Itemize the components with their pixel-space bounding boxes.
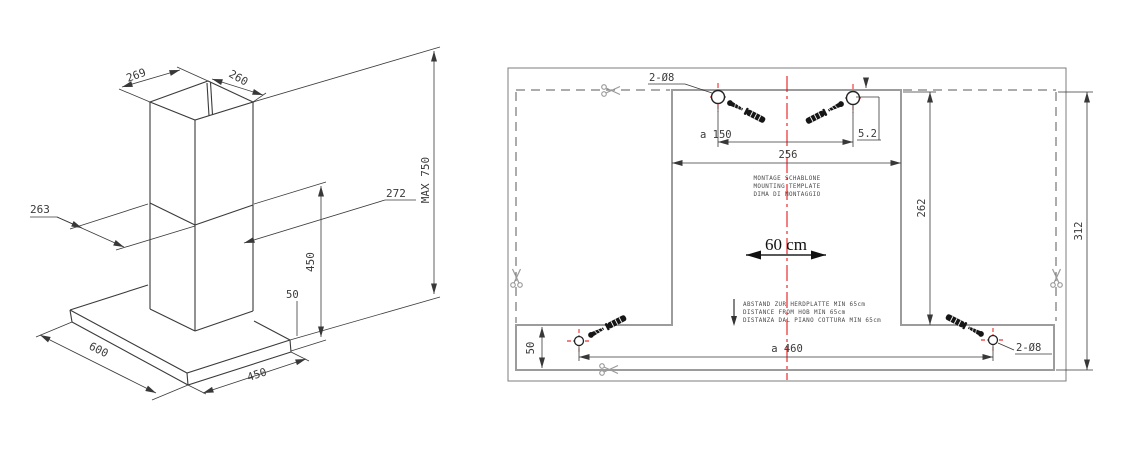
template-dimension-lines	[539, 77, 1093, 371]
top-holes-label: 2-Ø8	[649, 72, 674, 84]
dim-top-width-label: 260	[227, 67, 251, 88]
dim-hole-offset-label: 5.2	[858, 128, 877, 140]
width-label: 60 cm	[765, 235, 807, 254]
dim-body-depth-label: 263	[30, 203, 50, 216]
dim-band-height-label: 50	[525, 342, 537, 355]
hob-distance-warning: ABSTAND ZUR HERDPLATTE MIN 65cm DISTANCE…	[731, 299, 881, 326]
dim-hole-spacing-bottom-label: a 460	[771, 343, 803, 355]
chimney-seam	[206, 82, 210, 117]
svg-text:DIMA DI MONTAGGIO: DIMA DI MONTAGGIO	[753, 192, 820, 198]
dim-column-width-label: 256	[779, 149, 798, 161]
drill-hole	[573, 335, 585, 347]
iso-dimension-lines	[30, 46, 441, 401]
svg-text:MOUNTING TEMPLATE: MOUNTING TEMPLATE	[753, 184, 820, 190]
dim-base-width-label: 600	[87, 340, 111, 361]
dim-body-height-label: 450	[304, 252, 317, 272]
svg-text:DISTANCE FROM HOB MIN 65cm: DISTANCE FROM HOB MIN 65cm	[743, 310, 846, 316]
dim-max-height-label: MAX 750	[419, 157, 432, 203]
mounting-template-view: 2-Ø8 a 150 5.2 256 262 312 a 460 50 2-Ø8…	[507, 67, 1093, 382]
template-title: MONTAGE SCHABLONE MOUNTING TEMPLATE DIMA…	[753, 176, 820, 198]
drill-holes-top	[710, 83, 861, 113]
isometric-view: 269 260 263 272 450 50 MAX 750 600 450	[30, 46, 441, 401]
bottom-holes-label: 2-Ø8	[1016, 342, 1041, 354]
drill-hole	[987, 334, 999, 346]
svg-text:ABSTAND ZUR HERDPLATTE MIN 65c: ABSTAND ZUR HERDPLATTE MIN 65cm	[743, 302, 865, 308]
border-frame	[507, 67, 1067, 382]
base-plate	[69, 309, 291, 374]
width-callout: 60 cm	[746, 235, 826, 260]
dim-column-height-label: 262	[916, 199, 928, 218]
svg-text:MONTAGE SCHABLONE: MONTAGE SCHABLONE	[753, 176, 820, 182]
drill-holes-bottom	[567, 328, 1005, 353]
down-arrow-icon	[731, 316, 737, 326]
dim-base-depth-label: 450	[245, 365, 268, 384]
dim-base-thickness-label: 50	[286, 289, 299, 301]
dim-body-width-label: 272	[386, 187, 406, 200]
template-outline	[515, 89, 1055, 371]
dim-hole-spacing-top-label: a 150	[700, 129, 732, 141]
dim-top-depth-label: 269	[125, 66, 148, 85]
drill-hole	[845, 90, 861, 106]
svg-text:DISTANZA DAL PIANO COTTURA MIN: DISTANZA DAL PIANO COTTURA MIN 65cm	[743, 318, 881, 324]
dim-total-height-label: 312	[1073, 222, 1085, 241]
drill-hole	[710, 89, 726, 105]
cut-lines	[515, 89, 1057, 323]
